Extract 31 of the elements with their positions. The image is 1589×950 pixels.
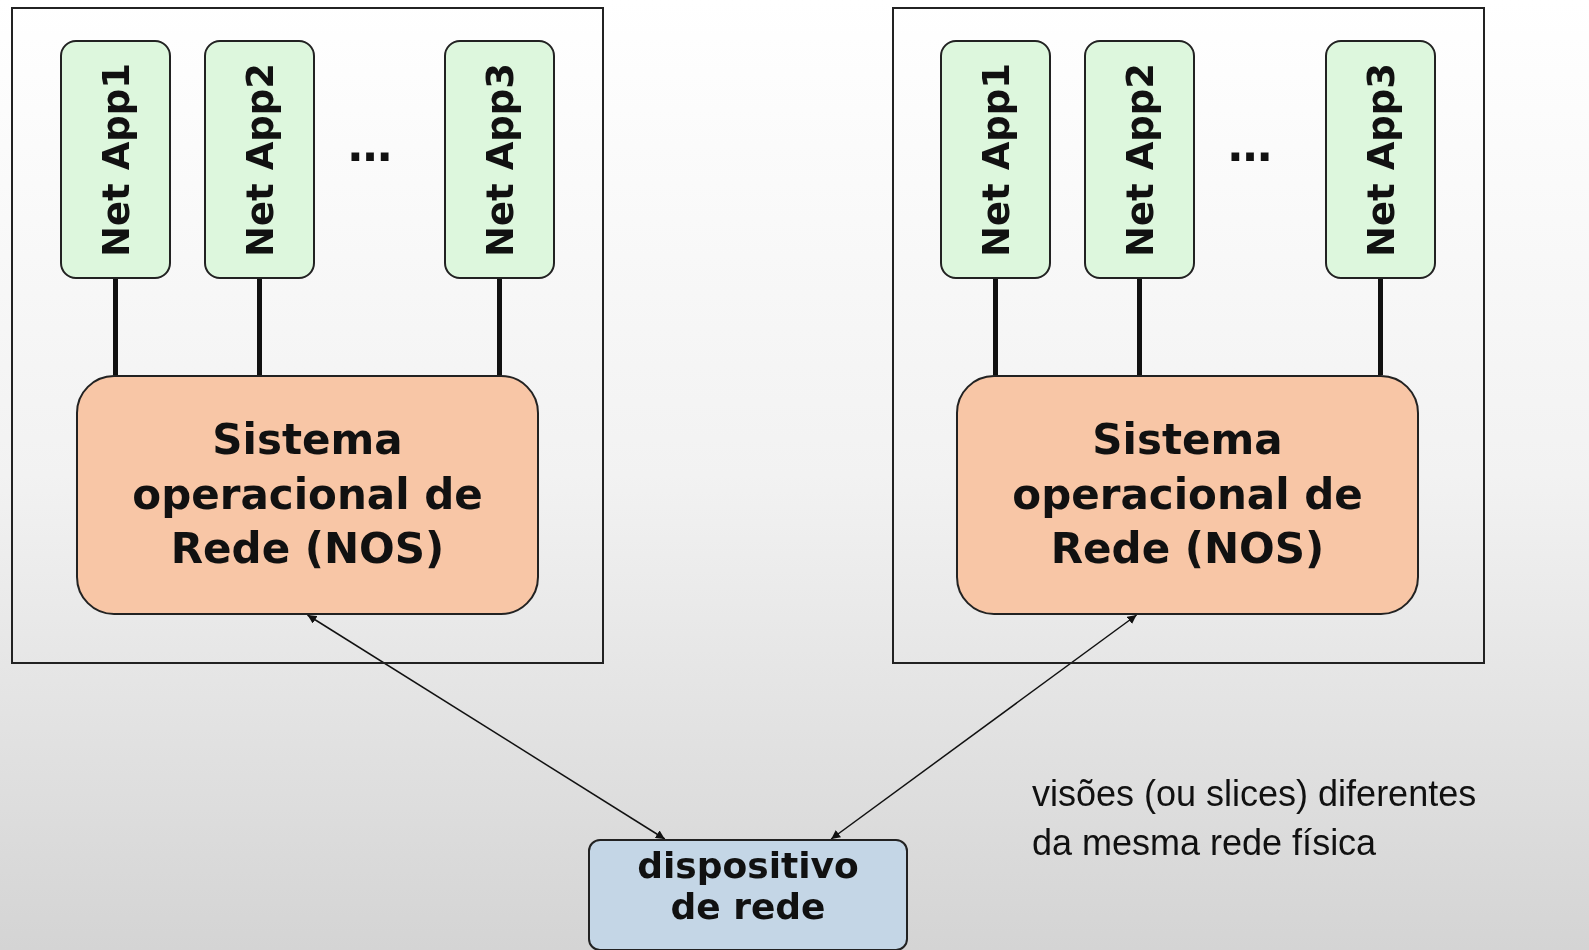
os-box: [956, 375, 1419, 615]
connector-line: [1137, 279, 1142, 375]
device-box: [588, 839, 908, 950]
ellipsis: …: [1228, 120, 1272, 171]
box-frame: [892, 7, 1485, 664]
app-box: [60, 40, 171, 279]
connector-line: [1378, 279, 1383, 375]
box-label: Net App3: [1359, 62, 1402, 257]
ellipsis: …: [348, 120, 392, 171]
box-label: Sistema operacional de Rede (NOS): [131, 414, 484, 576]
note-text: visões (ou slices) diferentes da mesma rede física: [1032, 772, 1478, 865]
box-label: Sistema operacional de Rede (NOS): [1011, 414, 1364, 576]
box-label: Net App1: [974, 62, 1017, 257]
app-box: [1084, 40, 1195, 279]
connector-line: [497, 279, 502, 375]
connector-line: [113, 279, 118, 375]
app-box: [204, 40, 315, 279]
box-label: Net App2: [1118, 62, 1161, 257]
os-box: [76, 375, 539, 615]
app-box: [1325, 40, 1436, 279]
box-label: dispositivo de rede: [636, 845, 860, 928]
connector-line: [257, 279, 262, 375]
double-arrow: [830, 614, 1138, 840]
connector-line: [993, 279, 998, 375]
box-label: Net App2: [238, 62, 281, 257]
box-label: Net App1: [94, 62, 137, 257]
app-box: [940, 40, 1051, 279]
box-label: Net App3: [478, 62, 521, 257]
box-frame: [11, 7, 604, 664]
double-arrow: [306, 614, 666, 840]
app-box: [444, 40, 555, 279]
